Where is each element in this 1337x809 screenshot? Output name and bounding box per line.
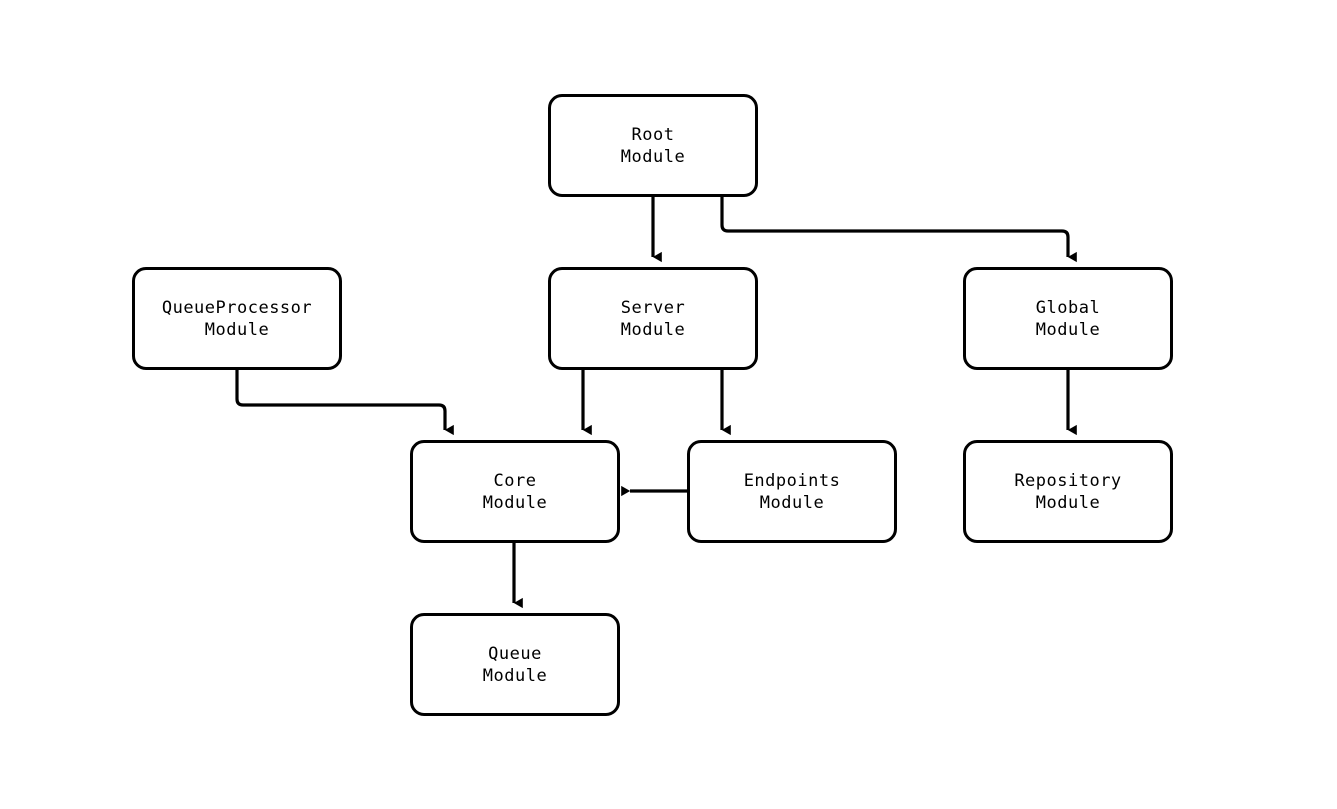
node-label-line1: Server <box>620 297 686 318</box>
node-label-line2: Module <box>482 492 548 513</box>
node-label-line2: Module <box>759 492 825 513</box>
node-label-line1: QueueProcessor <box>161 297 313 318</box>
node-label-line1: Repository <box>1014 470 1122 491</box>
node-repository-module[interactable]: Repository Module <box>963 440 1173 543</box>
node-global-module[interactable]: Global Module <box>963 267 1173 370</box>
node-label-line2: Module <box>620 146 686 167</box>
node-label-line1: Root <box>631 124 675 145</box>
node-label-line2: Module <box>1035 319 1101 340</box>
edge-queueprocessor-to-core <box>235 370 454 436</box>
node-label-line2: Module <box>204 319 270 340</box>
node-label-line1: Endpoints <box>743 470 841 491</box>
node-root-module[interactable]: Root Module <box>548 94 758 197</box>
node-endpoints-module[interactable]: Endpoints Module <box>687 440 897 543</box>
node-queue-module[interactable]: Queue Module <box>410 613 620 716</box>
node-core-module[interactable]: Core Module <box>410 440 620 543</box>
node-label-line1: Queue <box>488 643 542 664</box>
node-label-line2: Module <box>482 665 548 686</box>
node-queueprocessor-module[interactable]: QueueProcessor Module <box>132 267 342 370</box>
node-label-line2: Module <box>1035 492 1101 513</box>
node-server-module[interactable]: Server Module <box>548 267 758 370</box>
node-label-line2: Module <box>620 319 686 340</box>
node-label-line1: Core <box>493 470 537 491</box>
edge-root-to-global <box>720 197 1077 263</box>
node-label-line1: Global <box>1035 297 1101 318</box>
